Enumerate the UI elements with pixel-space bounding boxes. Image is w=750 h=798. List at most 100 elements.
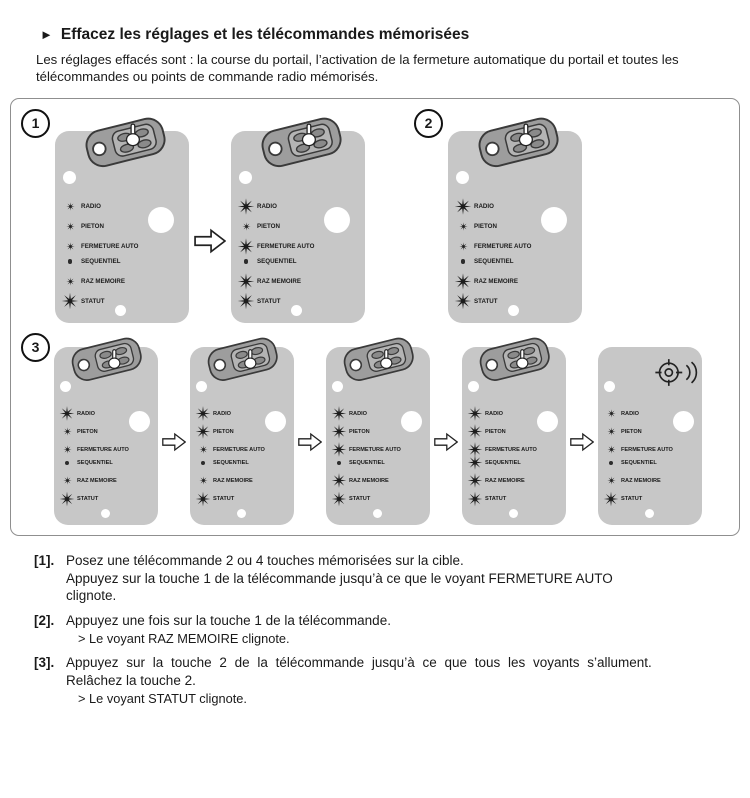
control-panel: RADIO PIETON FERMETURE AUTO — [448, 131, 582, 323]
led-indicator-fermeture-auto — [454, 239, 472, 254]
led-label: STATUT — [485, 495, 507, 502]
led-label: RAZ MEMOIRE — [621, 477, 661, 484]
led-label: RADIO — [474, 202, 494, 210]
led-row: RAZ MEMOIRE — [331, 474, 401, 488]
instruction-body: Posez une télécommande 2 ou 4 touches mé… — [66, 552, 720, 605]
led-row: FERMETURE AUTO — [59, 443, 129, 457]
led-label: PIETON — [349, 428, 370, 435]
led-row: RAZ MEMOIRE — [195, 474, 265, 488]
led-label: STATUT — [213, 495, 235, 502]
led-indicator-pieton — [603, 424, 619, 439]
panel-hole — [291, 304, 303, 316]
flashing-led-icon — [237, 197, 255, 216]
led-indicator-sequentiel — [61, 254, 79, 269]
instruction-number: [2]. — [34, 613, 55, 629]
led-column: RADIO PIETON FERMETURE AUTO — [467, 407, 537, 506]
led-row: FERMETURE AUTO — [237, 239, 314, 254]
led-indicator-sequentiel — [237, 254, 255, 269]
led-label: SEQUENTIEL — [77, 459, 113, 466]
led-indicator-pieton — [61, 219, 79, 234]
figure-row: 3 RADIO PIETON — [21, 329, 729, 525]
panel-hole — [239, 170, 252, 184]
lit-led-icon — [199, 476, 208, 485]
led-indicator-statut — [331, 491, 347, 506]
control-panel: RADIO PIETON FERMETURE AUTO — [326, 347, 430, 525]
led-label: RAZ MEMOIRE — [349, 477, 389, 484]
finger-press-icon — [514, 123, 536, 149]
led-label: SEQUENTIEL — [485, 459, 521, 466]
panel-hole — [264, 410, 286, 432]
figure-row: 1 RADIO PIETON — [21, 105, 729, 323]
led-row: SEQUENTIEL — [195, 456, 265, 470]
led-row: STATUT — [331, 492, 401, 506]
control-panel: RADIO PIETON FERMETURE AUTO — [462, 347, 566, 525]
led-label: PIETON — [474, 222, 497, 230]
led-row: SEQUENTIEL — [454, 254, 531, 269]
control-panel: RADIO PIETON FERMETURE AUTO — [55, 131, 189, 323]
control-panel: RADIO PIETON FERMETURE AUTO — [190, 347, 294, 525]
led-label: RADIO — [621, 410, 640, 417]
lit-led-icon — [607, 427, 616, 436]
led-indicator-statut — [467, 491, 483, 506]
panel-hole — [60, 380, 71, 392]
led-row: SEQUENTIEL — [237, 254, 314, 269]
led-row: PIETON — [237, 219, 314, 234]
off-led-icon — [243, 259, 249, 264]
led-row: FERMETURE AUTO — [195, 443, 265, 457]
led-row: STATUT — [61, 294, 138, 309]
next-step-arrow-icon — [162, 431, 186, 453]
lit-led-icon — [459, 242, 468, 251]
led-row: RADIO — [603, 407, 673, 421]
target-icon — [652, 357, 698, 388]
off-led-icon — [64, 460, 70, 466]
led-indicator-radio — [603, 406, 619, 421]
instruction-number: [1]. — [34, 552, 55, 568]
led-indicator-pieton — [454, 219, 472, 234]
led-column: RADIO PIETON FERMETURE AUTO — [603, 407, 673, 506]
panel-hole — [604, 380, 615, 392]
flashing-led-icon — [331, 486, 347, 512]
led-indicator-raz-memoire — [61, 274, 79, 289]
flashing-led-icon — [454, 197, 472, 216]
led-label: PIETON — [213, 428, 234, 435]
led-label: FERMETURE AUTO — [485, 446, 537, 453]
led-label: RADIO — [349, 410, 368, 417]
led-row: SEQUENTIEL — [61, 254, 138, 269]
intro-paragraph: Les réglages effacés sont : la course du… — [36, 52, 679, 84]
flashing-led-icon — [59, 486, 75, 512]
led-row: PIETON — [603, 425, 673, 439]
step-number-badge: 3 — [21, 332, 50, 362]
led-label: PIETON — [257, 222, 280, 230]
lit-led-icon — [63, 427, 72, 436]
flashing-led-icon — [195, 422, 211, 441]
led-label: RAZ MEMOIRE — [474, 277, 518, 285]
instruction-body: Appuyez sur la touche 2 de la télécomman… — [66, 654, 720, 707]
instruction-number: [3]. — [34, 655, 55, 671]
led-label: STATUT — [349, 495, 371, 502]
panel-hole — [196, 380, 207, 392]
led-row: RAZ MEMOIRE — [454, 274, 531, 289]
led-indicator-pieton — [331, 424, 347, 439]
panel-hole — [332, 380, 343, 392]
led-label: RADIO — [77, 410, 96, 417]
led-row: RADIO — [237, 199, 314, 214]
panel-hole — [372, 508, 382, 518]
panel-hole — [536, 410, 558, 432]
next-step-arrow-icon — [570, 431, 594, 453]
led-indicator-sequentiel — [331, 455, 347, 470]
page-title: Effacez les réglages et les télécommande… — [60, 26, 470, 43]
led-row: RADIO — [59, 407, 129, 421]
led-indicator-statut — [59, 491, 75, 506]
panel-hole — [541, 206, 568, 233]
lit-led-icon — [66, 277, 75, 286]
led-label: FERMETURE AUTO — [213, 446, 265, 453]
led-row: RAZ MEMOIRE — [59, 474, 129, 488]
led-column: RADIO PIETON FERMETURE AUTO — [331, 407, 401, 506]
led-label: SEQUENTIEL — [621, 459, 657, 466]
flashing-led-icon — [331, 404, 347, 423]
led-indicator-statut — [237, 294, 255, 309]
led-row: SEQUENTIEL — [59, 456, 129, 470]
instruction-sub-line: > Le voyant RAZ MEMOIRE clignote. — [78, 631, 290, 647]
panel-hole — [508, 508, 518, 518]
instruction-line: Appuyez sur la touche 2 de la télécomman… — [66, 655, 652, 671]
